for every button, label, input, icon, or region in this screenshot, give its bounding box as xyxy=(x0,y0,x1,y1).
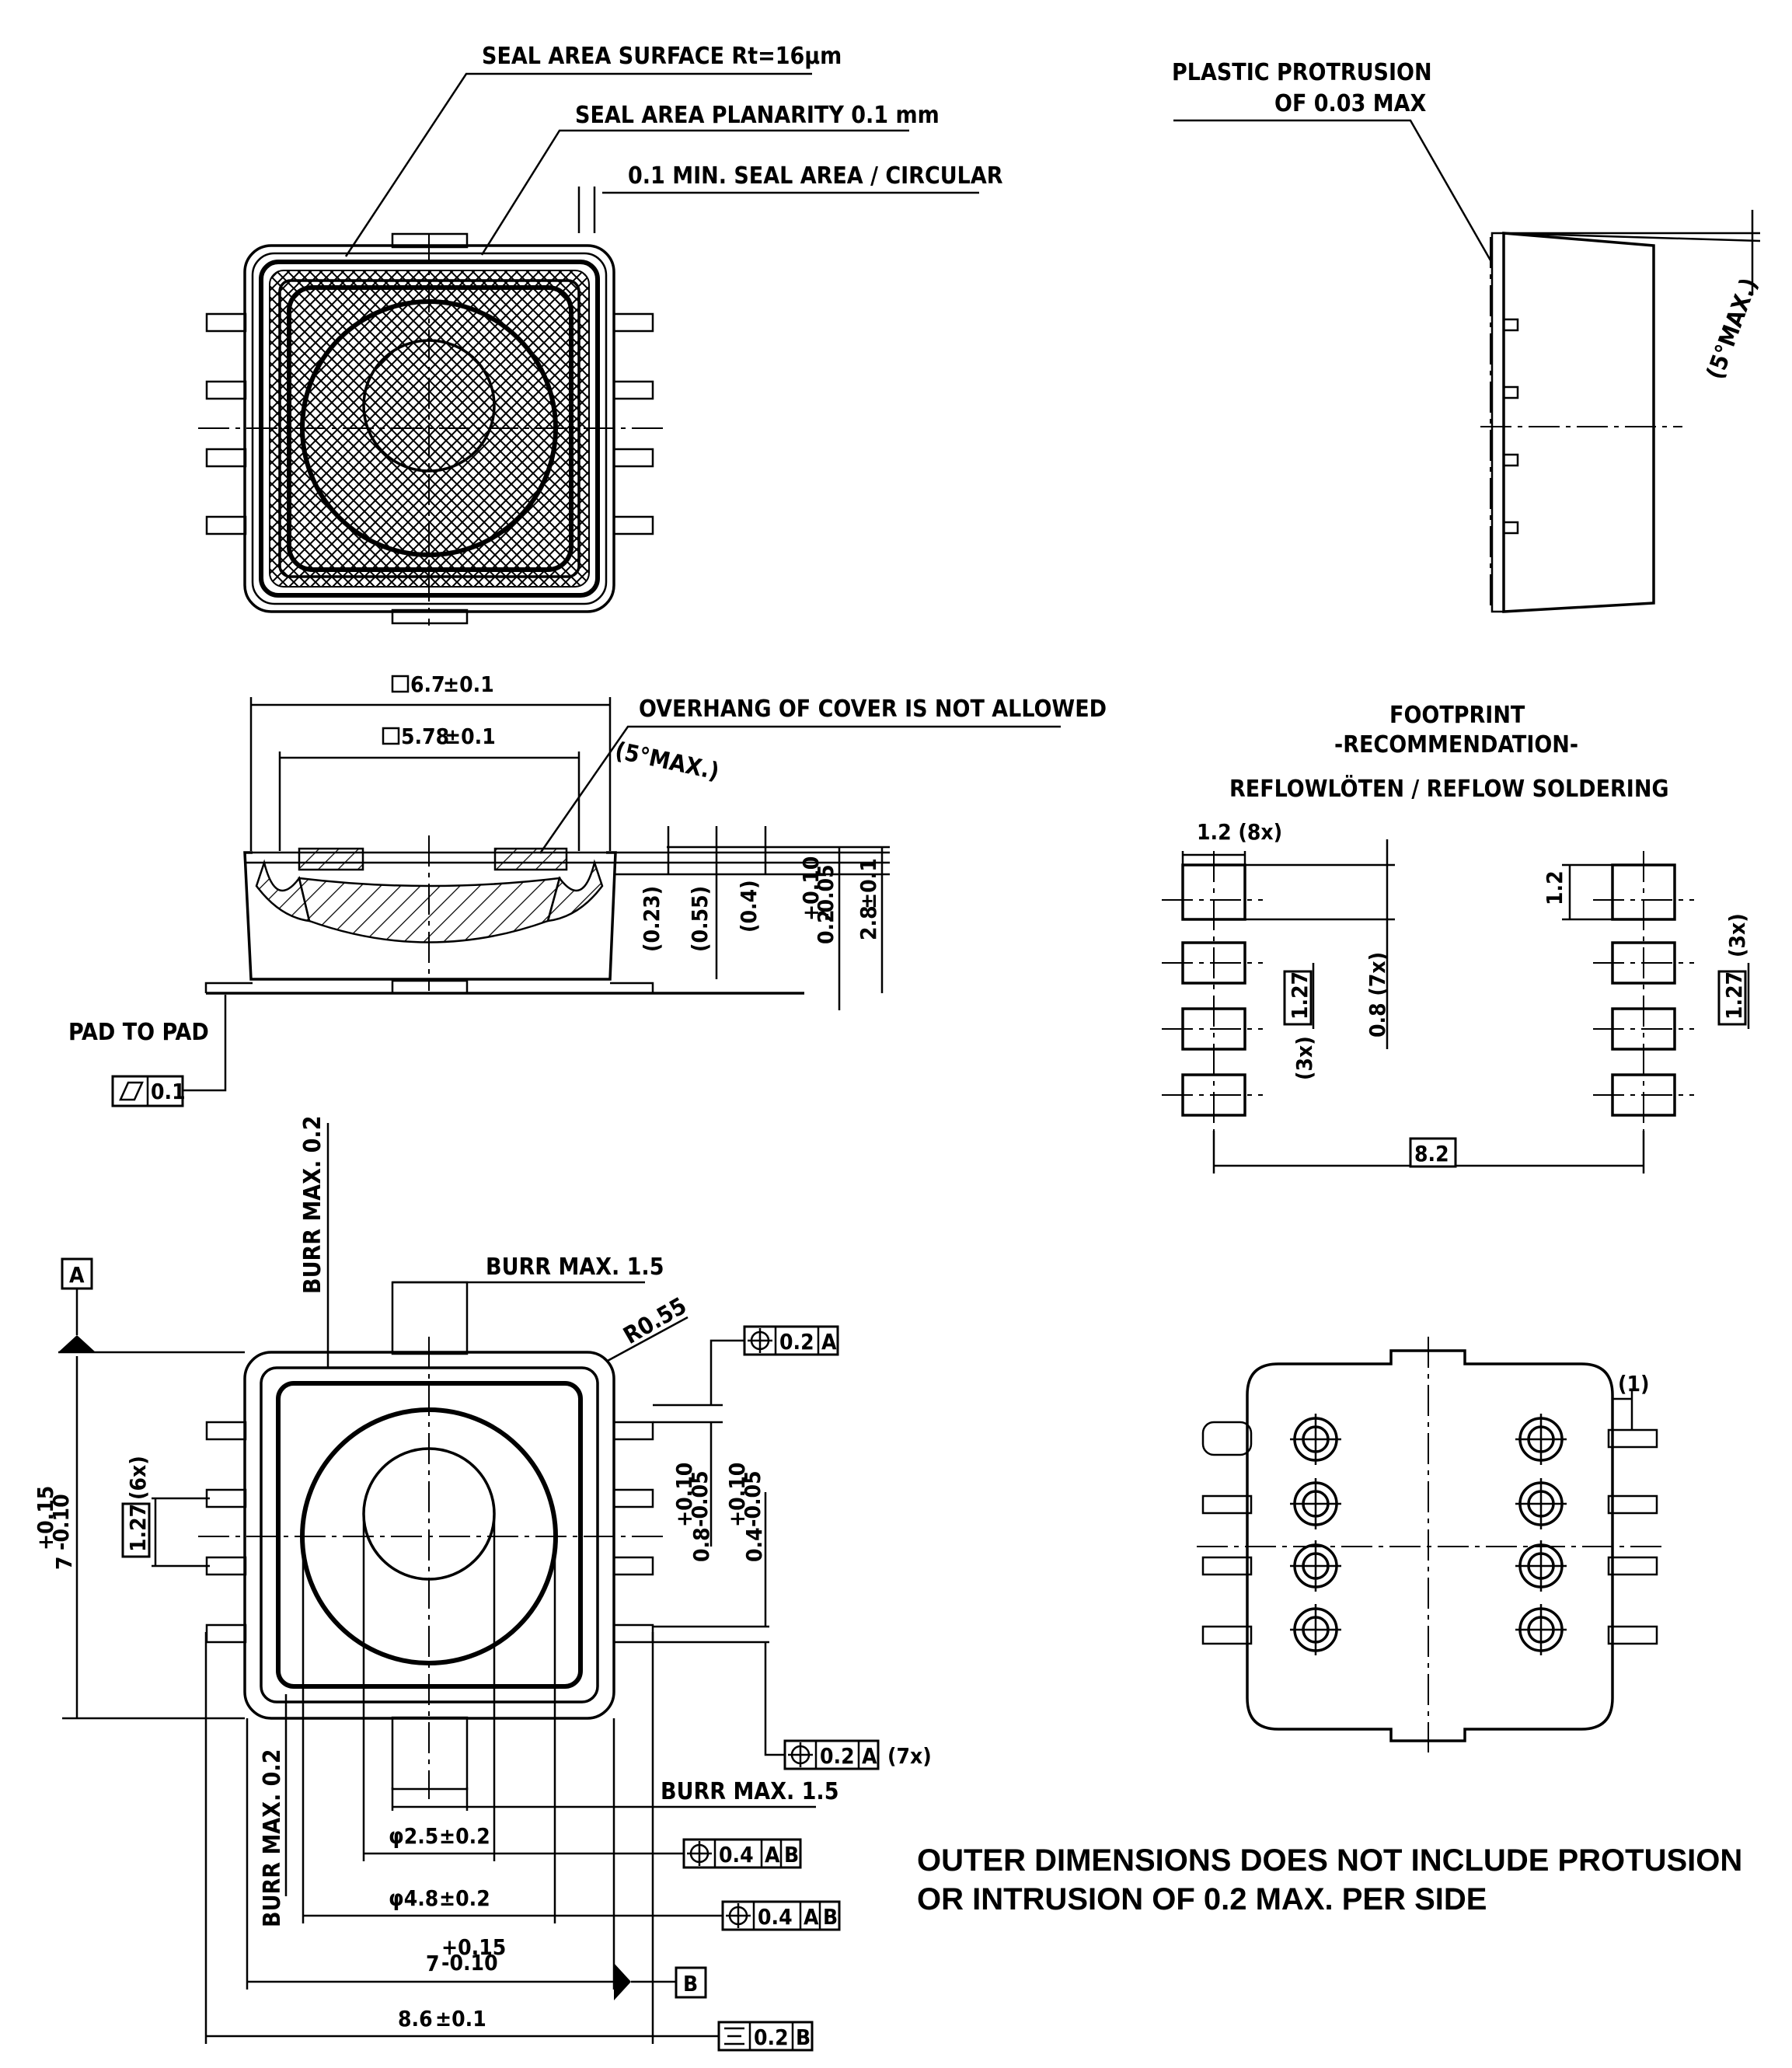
pos-tol-1-ref: A xyxy=(821,1329,837,1355)
seal-planarity-label: SEAL AREA PLANARITY 0.1 mm xyxy=(575,102,940,129)
burr-h1: BURR MAX. 1.5 xyxy=(486,1254,664,1281)
note-line-2: OR INTRUSION OF 0.2 MAX. PER SIDE xyxy=(917,1882,1487,1916)
pad-to-pad-label: PAD TO PAD xyxy=(68,1019,209,1046)
width-dim: 7 xyxy=(426,1951,440,1976)
overall-tol: ±0.1 xyxy=(435,2006,486,2031)
protrusion-label-2: OF 0.03 MAX xyxy=(1274,90,1427,117)
note-line-1: OUTER DIMENSIONS DOES NOT INCLUDE PROTUS… xyxy=(917,1843,1742,1878)
datum-b: B xyxy=(683,1971,698,1997)
bv-pitch-count: (6x) xyxy=(125,1456,151,1500)
footprint-title: FOOTPRINT xyxy=(1389,702,1525,729)
d48-label: φ4.8 xyxy=(389,1885,438,1911)
sym-ref: B xyxy=(796,2024,811,2050)
datum-a: A xyxy=(69,1262,85,1288)
side-angle-label: (5°MAX.) xyxy=(1702,274,1763,383)
flatness-value: 0.1 xyxy=(151,1079,186,1104)
lead-w1-tol-dn: -0.05 xyxy=(687,1470,713,1527)
lead-w1: 0.8 xyxy=(689,1527,714,1562)
fp-pitch-count-left: (3x) xyxy=(1292,1036,1317,1080)
d02-tol-up: +0.10 xyxy=(798,856,824,921)
d25-tol: ±0.2 xyxy=(439,1823,490,1849)
footprint-subtitle: -RECOMMENDATION- xyxy=(1334,731,1578,758)
burr-h2: BURR MAX. 1.5 xyxy=(661,1778,838,1805)
lead-w2: 0.4 xyxy=(741,1527,767,1562)
width-tol-up: +0.15 xyxy=(441,1934,506,1960)
pos-d25-ref2: B xyxy=(784,1842,799,1867)
d28-tol: ±0.1 xyxy=(856,858,881,909)
pos-d25: 0.4 xyxy=(719,1842,754,1867)
pos-d25-ref1: A xyxy=(765,1842,780,1867)
lead-w2-tol-dn: -0.05 xyxy=(740,1470,765,1527)
d25-label: φ2.5 xyxy=(389,1823,438,1849)
sym-tol: 0.2 xyxy=(754,2024,789,2050)
pos-d48-ref1: A xyxy=(804,1904,819,1930)
section-view: 6.7 ±0.1 5.78 ±0.1 OVERHANG OF COVER IS … xyxy=(68,671,1107,1107)
radius-label: R0.55 xyxy=(619,1292,692,1350)
lead-w1-tol-up: +0.10 xyxy=(671,1463,697,1527)
inner-dim-value: 5.78 xyxy=(401,724,449,749)
lead-w2-tol-up: +0.10 xyxy=(724,1463,750,1527)
pos-tol-2: 0.2 xyxy=(820,1743,855,1769)
fp-pitch-count-right: (3x) xyxy=(1724,913,1750,957)
top-view: SEAL AREA SURFACE Rt=16µm SEAL AREA PLAN… xyxy=(198,43,1003,626)
d48-tol: ±0.2 xyxy=(439,1885,490,1911)
d055-label: (0.55) xyxy=(687,886,713,952)
fp-pad-len: 0.8 (7x) xyxy=(1365,952,1390,1037)
d04-label: (0.4) xyxy=(736,880,762,933)
overhang-label: OVERHANG OF COVER IS NOT ALLOWED xyxy=(639,696,1107,723)
footprint: FOOTPRINT -RECOMMENDATION- REFLOWLÖTEN /… xyxy=(1162,702,1750,1173)
pin-len: (1) xyxy=(1618,1371,1650,1397)
fp-pitch-left: 1.27 xyxy=(1287,971,1313,1020)
protrusion-label-1: PLASTIC PROTRUSION xyxy=(1172,59,1432,86)
footprint-method: REFLOWLÖTEN / REFLOW SOLDERING xyxy=(1229,774,1669,803)
side-view: PLASTIC PROTRUSION OF 0.03 MAX (5°MAX.) xyxy=(1172,59,1763,613)
d02-label: 0.2 xyxy=(813,909,838,944)
pos-tol-1: 0.2 xyxy=(779,1329,814,1355)
bv-pitch: 1.27 xyxy=(125,1504,151,1552)
width-tol-dn: -0.10 xyxy=(441,1950,498,1976)
pin-view: (1) xyxy=(1197,1337,1663,1752)
outer-dim-tol: ±0.1 xyxy=(443,671,494,697)
inner-dim-tol: ±0.1 xyxy=(445,724,496,749)
burr-v2: BURR MAX. 0.2 xyxy=(259,1749,286,1927)
overall-dim: 8.6 xyxy=(398,2006,433,2031)
fp-pad-height: 1.2 xyxy=(1542,870,1567,905)
outer-dim-value: 6.7 xyxy=(410,671,445,697)
fp-pad-width: 1.2 (8x) xyxy=(1197,819,1282,845)
seal-surface-label: SEAL AREA SURFACE Rt=16µm xyxy=(482,43,842,70)
seal-min-label: 0.1 MIN. SEAL AREA / CIRCULAR xyxy=(628,162,1003,190)
bottom-view: A 7 +0.15 -0.10 1.27 (6x) BURR MAX. 0.2 … xyxy=(33,1116,932,2052)
section-angle-label: (5°MAX.) xyxy=(612,738,721,786)
fp-span: 8.2 xyxy=(1414,1141,1449,1167)
pos-tol-2-count: (7x) xyxy=(887,1743,932,1769)
d023-label: (0.23) xyxy=(639,886,664,952)
d28-label: 2.8 xyxy=(856,905,881,940)
fp-pitch-right: 1.27 xyxy=(1721,971,1747,1020)
d02-tol-dn: -0.05 xyxy=(813,864,838,921)
pos-d48: 0.4 xyxy=(758,1904,793,1930)
pos-tol-2-ref: A xyxy=(862,1743,877,1769)
height-dim: 7 xyxy=(51,1556,77,1570)
height-tol-up: +0.15 xyxy=(33,1486,58,1550)
burr-v1: BURR MAX. 0.2 xyxy=(299,1116,326,1294)
pos-d48-ref2: B xyxy=(823,1904,838,1930)
height-tol-dn: -0.10 xyxy=(48,1494,74,1550)
